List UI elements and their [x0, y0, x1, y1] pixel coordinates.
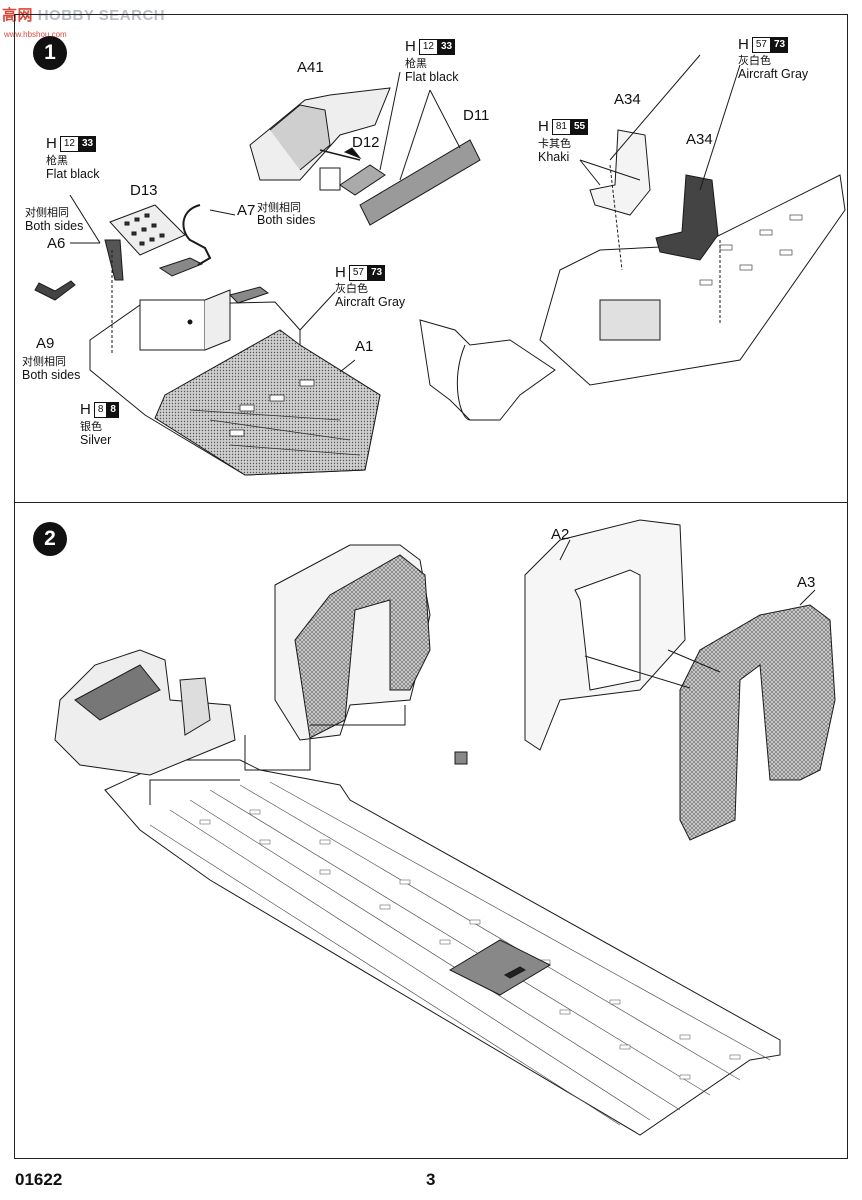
page-number: 3 — [426, 1170, 436, 1189]
paint-letter: H — [46, 135, 57, 152]
label-a9-en: Both sides — [22, 368, 81, 382]
paint-flat-black-left: H 12 33 — [46, 135, 97, 152]
floor-gray-area — [154, 329, 381, 476]
paint-silver-cn: 银色 — [80, 420, 102, 433]
seat-a34-right — [655, 174, 719, 261]
paint-code: 8 — [93, 401, 108, 418]
label-a34-right: A34 — [686, 131, 713, 148]
label-a34-left: A34 — [614, 91, 641, 108]
catalog-number: 01622 — [15, 1170, 63, 1189]
paint-alt-code: 73 — [770, 36, 789, 53]
step-1-badge: 1 — [33, 36, 67, 70]
d12-panel — [339, 164, 386, 196]
label-d12: D12 — [352, 134, 380, 151]
paint-aircraft-gray-right-en: Aircraft Gray — [738, 67, 809, 81]
paint-letter: H — [405, 38, 416, 55]
paint-flat-black-left-en: Flat black — [46, 167, 100, 181]
paint-flat-black-top: H 12 33 — [405, 38, 456, 55]
label-a9: A9 — [36, 335, 55, 352]
paint-flat-black-left-cn: 枪黑 — [46, 154, 68, 167]
label-a1: A1 — [355, 338, 374, 355]
label-d11: D11 — [463, 107, 490, 124]
paint-aircraft-gray-right: H 57 73 — [738, 36, 789, 53]
paint-code: 57 — [348, 264, 368, 281]
seat-a34-left — [589, 129, 651, 216]
long-floor — [104, 759, 781, 1136]
paint-alt-code: 8 — [107, 401, 119, 418]
paint-aircraft-gray-mid: H 57 73 — [335, 264, 386, 281]
watermark-char-a: 高 — [2, 7, 18, 24]
label-a6-cn: 对侧相同 — [25, 206, 69, 219]
label-a7-en: Both sides — [257, 213, 316, 227]
d13-panel — [109, 204, 186, 256]
label-a41: A41 — [297, 59, 324, 76]
paint-aircraft-gray-mid-cn: 灰白色 — [335, 282, 368, 295]
label-a6: A6 — [47, 235, 66, 252]
label-a6-en: Both sides — [25, 219, 84, 233]
paint-code: 57 — [751, 36, 771, 53]
step-1-drawing — [34, 54, 846, 476]
step-2-badge: 2 — [33, 522, 67, 556]
paint-letter: H — [738, 36, 749, 53]
watermark-brand: HOBBY SEARCH — [37, 7, 166, 24]
paint-code: 12 — [418, 38, 438, 55]
paint-aircraft-gray-mid-en: Aircraft Gray — [335, 295, 406, 309]
label-a7-cn: 对侧相同 — [257, 201, 301, 214]
paint-alt-code: 33 — [437, 38, 456, 55]
console-box — [139, 299, 206, 351]
step-2-drawing — [54, 519, 836, 1136]
paint-khaki: H 81 55 — [538, 118, 589, 135]
paint-silver-en: Silver — [80, 433, 112, 447]
step-2-panel — [14, 502, 848, 1159]
label-d13: D13 — [130, 182, 158, 199]
paint-khaki-cn: 卡其色 — [538, 137, 571, 150]
label-a3: A3 — [797, 574, 816, 591]
cockpit-assembly — [54, 649, 236, 776]
paint-alt-code: 33 — [78, 135, 97, 152]
label-a7: A7 — [237, 202, 256, 219]
paint-alt-code: 55 — [570, 118, 589, 135]
paint-letter: H — [538, 118, 549, 135]
watermark-url: www.hbshou.com — [4, 30, 67, 39]
paint-letter: H — [335, 264, 346, 281]
paint-code: 12 — [59, 135, 79, 152]
paint-aircraft-gray-right-cn: 灰白色 — [738, 54, 771, 67]
paint-code: 81 — [551, 118, 571, 135]
label-a2: A2 — [551, 526, 570, 543]
paint-alt-code: 73 — [367, 264, 386, 281]
d11-panel — [359, 139, 481, 226]
paint-flat-black-top-cn: 枪黑 — [405, 57, 427, 70]
part-a3 — [679, 604, 836, 841]
label-a9-cn: 对侧相同 — [22, 355, 66, 368]
watermark-logo: 高网 HOBBY SEARCH — [2, 4, 165, 25]
paint-khaki-en: Khaki — [538, 150, 570, 164]
paint-letter: H — [80, 401, 91, 418]
paint-flat-black-top-en: Flat black — [405, 70, 459, 84]
paint-silver: H 8 8 — [80, 401, 119, 418]
watermark-char-b: 网 — [17, 7, 34, 24]
tail-piece — [419, 319, 556, 421]
